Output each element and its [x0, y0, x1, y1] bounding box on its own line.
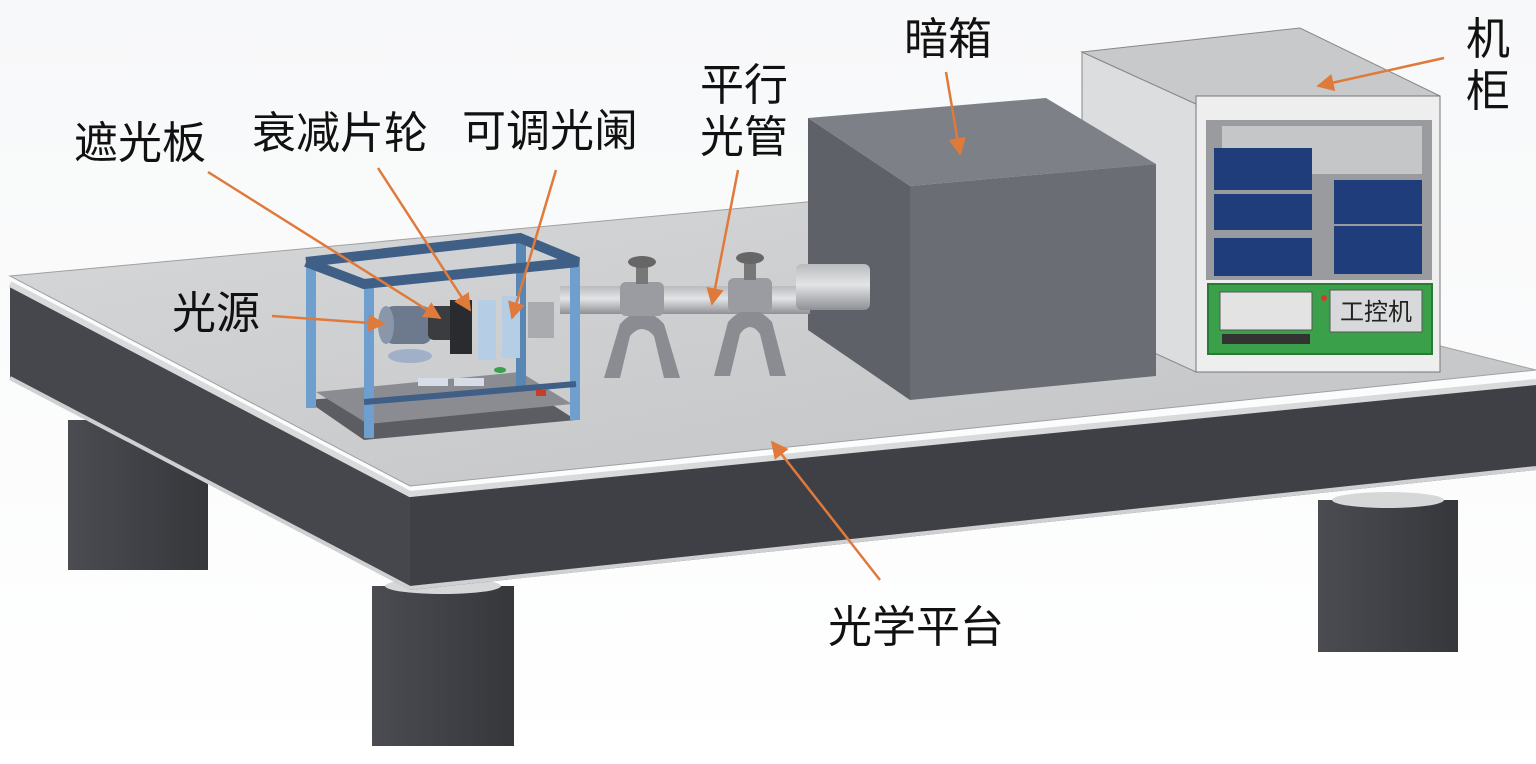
label-adjustable-aperture: 可调光阑 [462, 106, 638, 157]
leg-front-right-cap [1332, 492, 1444, 508]
arrow-attenuator [376, 167, 472, 312]
collimator-tube [560, 286, 810, 314]
arrow-darkroom [944, 71, 966, 156]
ipc-led [1321, 295, 1327, 301]
light-source-lamp [378, 306, 432, 363]
cabinet: 工控机 [1080, 27, 1441, 373]
leg-front-left [372, 586, 514, 746]
drawer-5 [1334, 226, 1422, 274]
aperture-holder-1 [478, 300, 496, 360]
table-top-rim [8, 281, 1536, 498]
darkroom-front [910, 164, 1156, 400]
drawer-1 [1214, 148, 1312, 190]
attenuator-wheel [450, 300, 472, 354]
drawer-4 [1214, 238, 1312, 276]
mount-foot-2 [454, 378, 484, 386]
collimator-mount-2 [714, 252, 786, 376]
arrow-collimator [706, 169, 740, 306]
darkroom [808, 98, 1156, 400]
label-optical-table: 光学平台 [828, 602, 1004, 653]
leg-front-right [1318, 500, 1458, 652]
label-darkroom: 暗箱 [904, 14, 992, 65]
drawer-2 [1214, 194, 1312, 230]
enclosure-mid-frame [363, 381, 577, 405]
ipc-slot [1222, 334, 1310, 344]
ipc-label-box [1329, 289, 1423, 333]
ipc-vent [1219, 291, 1313, 331]
aperture-mount [528, 302, 554, 338]
label-light-source: 光源 [172, 288, 260, 339]
mount-foot-1 [418, 378, 448, 386]
table-legs [68, 420, 1458, 746]
collimator [560, 252, 870, 378]
arrow-light-source [271, 314, 386, 332]
label-attenuator-wheel: 衰减片轮 [252, 108, 428, 159]
table-side-front [410, 382, 1536, 590]
green-indicator [494, 367, 506, 373]
drawer-3 [1334, 180, 1422, 224]
arrow-shutter [207, 170, 442, 320]
enclosure-post-fl [306, 258, 316, 408]
collimator-mount-1 [604, 256, 680, 378]
arrow-aperture [508, 169, 558, 320]
arrow-optical-table [770, 440, 881, 581]
arrow-cabinet [1316, 56, 1445, 92]
table-side-left [10, 284, 410, 590]
table-bottom-rim [9, 376, 1536, 591]
enclosure-top-frame [304, 232, 580, 290]
darkroom-top [808, 98, 1156, 186]
label-cabinet: 机柜 [1466, 14, 1510, 117]
red-indicator [536, 390, 546, 396]
darkroom-left [808, 118, 910, 400]
collimator-barrel [796, 264, 870, 310]
enclosure-post-fr [364, 280, 374, 438]
annotation-arrows [207, 56, 1445, 581]
label-collimator: 平行光管 [700, 60, 788, 163]
ipc-label: 工控机 [1340, 298, 1412, 326]
label-shutter: 遮光板 [74, 118, 206, 169]
enclosure-post-br [570, 258, 580, 420]
aperture-holder-2 [502, 296, 520, 358]
